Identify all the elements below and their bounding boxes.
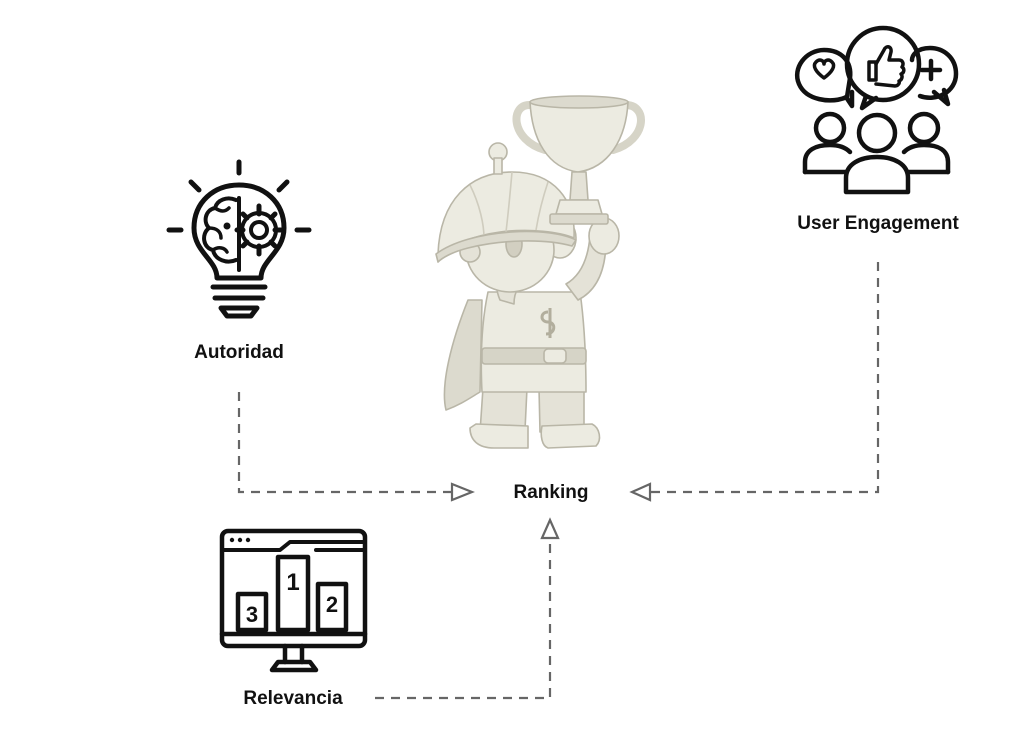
connectors bbox=[237, 262, 880, 700]
trophy-mascot-figure bbox=[435, 95, 645, 449]
label-relevancia: Relevancia bbox=[243, 688, 343, 709]
arrowhead-relevancia bbox=[540, 517, 560, 540]
label-user-engagement: User Engagement bbox=[797, 213, 959, 234]
arrowhead-autoridad bbox=[450, 482, 475, 502]
label-autoridad: Autoridad bbox=[194, 342, 284, 363]
arrowhead-engagement bbox=[629, 482, 652, 502]
podium-monitor-icon bbox=[219, 528, 368, 673]
podium-number-2: 2 bbox=[326, 592, 338, 617]
edge-relevancia-to-ranking bbox=[375, 540, 552, 700]
podium-number-3: 3 bbox=[246, 602, 258, 627]
label-ranking: Ranking bbox=[513, 482, 589, 503]
podium-number-1: 1 bbox=[286, 569, 299, 596]
lightbulb-brain-gear-icon bbox=[166, 159, 312, 319]
edge-autoridad-to-ranking bbox=[237, 392, 456, 494]
edge-engagement-to-ranking bbox=[650, 262, 880, 494]
people-reactions-icon bbox=[795, 25, 959, 195]
